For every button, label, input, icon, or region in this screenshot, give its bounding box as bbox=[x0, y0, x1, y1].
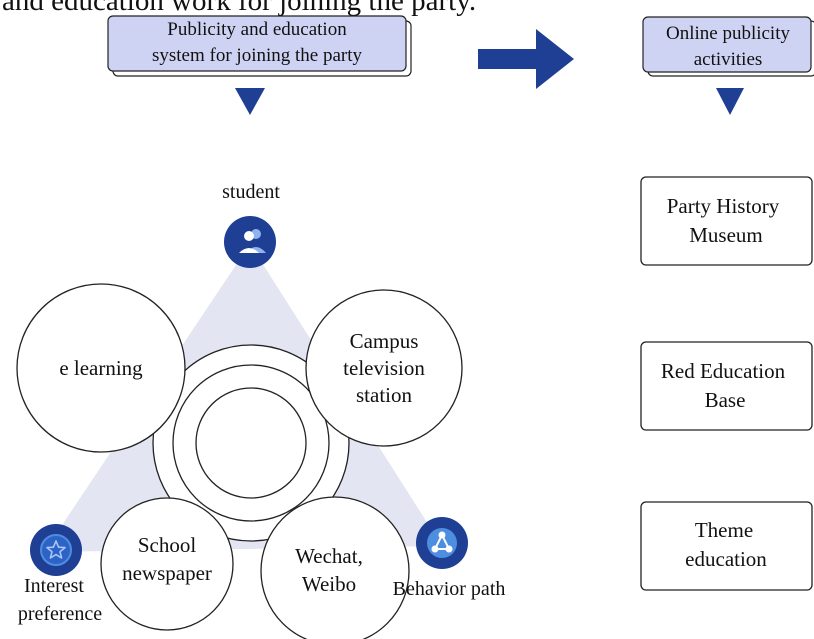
circle-label-line-1: School bbox=[138, 533, 197, 557]
box-label-line-2: education bbox=[685, 547, 767, 571]
circle-shape bbox=[260, 496, 410, 639]
circle-shape bbox=[305, 289, 463, 447]
node-label: Behavior path bbox=[393, 578, 506, 600]
circle-label-line-2: newspaper bbox=[122, 561, 212, 585]
label-front-card bbox=[107, 15, 407, 72]
heading-fragment: and education work for joining the party… bbox=[2, 0, 476, 17]
box-theme-education: Theme education bbox=[640, 501, 813, 591]
box-label-line-1: Red Education bbox=[661, 359, 786, 383]
box-label-line-1: Party History bbox=[667, 194, 780, 218]
right-arrow-icon bbox=[478, 29, 574, 89]
inner-ring bbox=[195, 387, 307, 499]
circle-label-line-1: Campus bbox=[350, 329, 419, 353]
box-shape bbox=[640, 501, 813, 591]
node-student: student bbox=[222, 181, 280, 268]
box-red-education-base: Red Education Base bbox=[640, 341, 813, 431]
box-label-line-1: Theme bbox=[695, 518, 753, 542]
box-party-history-museum: Party History Museum bbox=[640, 176, 813, 266]
circle-wechat-weibo: Wechat, Weibo bbox=[260, 496, 410, 639]
label-line-1: Publicity and education bbox=[167, 19, 347, 40]
circle-label: e learning bbox=[59, 356, 143, 380]
label-line-2: activities bbox=[694, 49, 763, 70]
circle-shape bbox=[100, 497, 234, 631]
circle-shape bbox=[16, 283, 186, 453]
down-triangle-left-icon bbox=[235, 88, 265, 115]
circle-label-line-1: Wechat, bbox=[295, 544, 363, 568]
star-badge-icon bbox=[40, 534, 72, 566]
user-group-icon bbox=[239, 229, 266, 253]
label-line-2: system for joining the party bbox=[152, 45, 363, 66]
box-label-line-2: Base bbox=[705, 388, 746, 412]
circle-label-line-3: station bbox=[356, 383, 412, 407]
down-triangle-right-icon bbox=[716, 88, 744, 115]
label-publicity-system: Publicity and education system for joini… bbox=[107, 15, 412, 77]
circle-label-line-2: Weibo bbox=[302, 572, 356, 596]
circle-label-line-2: television bbox=[343, 356, 425, 380]
node-badge bbox=[224, 216, 276, 268]
box-shape bbox=[640, 176, 813, 266]
circle-campus-tv: Campus television station bbox=[305, 289, 463, 447]
circle-e-learning: e learning bbox=[16, 283, 186, 453]
node-label-line-2: preference bbox=[18, 603, 102, 625]
label-online-publicity: Online publicity activities bbox=[642, 16, 814, 77]
node-label: student bbox=[222, 181, 280, 203]
circle-school-newspaper: School newspaper bbox=[100, 497, 234, 631]
label-front-card bbox=[642, 16, 812, 73]
box-label-line-2: Museum bbox=[689, 223, 763, 247]
node-label-line-1: Interest bbox=[24, 575, 84, 597]
share-nodes-icon bbox=[427, 528, 457, 558]
label-line-1: Online publicity bbox=[666, 23, 791, 44]
node-interest-preference: Interest preference bbox=[18, 524, 102, 625]
node-behavior-path: Behavior path bbox=[393, 517, 506, 600]
box-shape bbox=[640, 341, 813, 431]
